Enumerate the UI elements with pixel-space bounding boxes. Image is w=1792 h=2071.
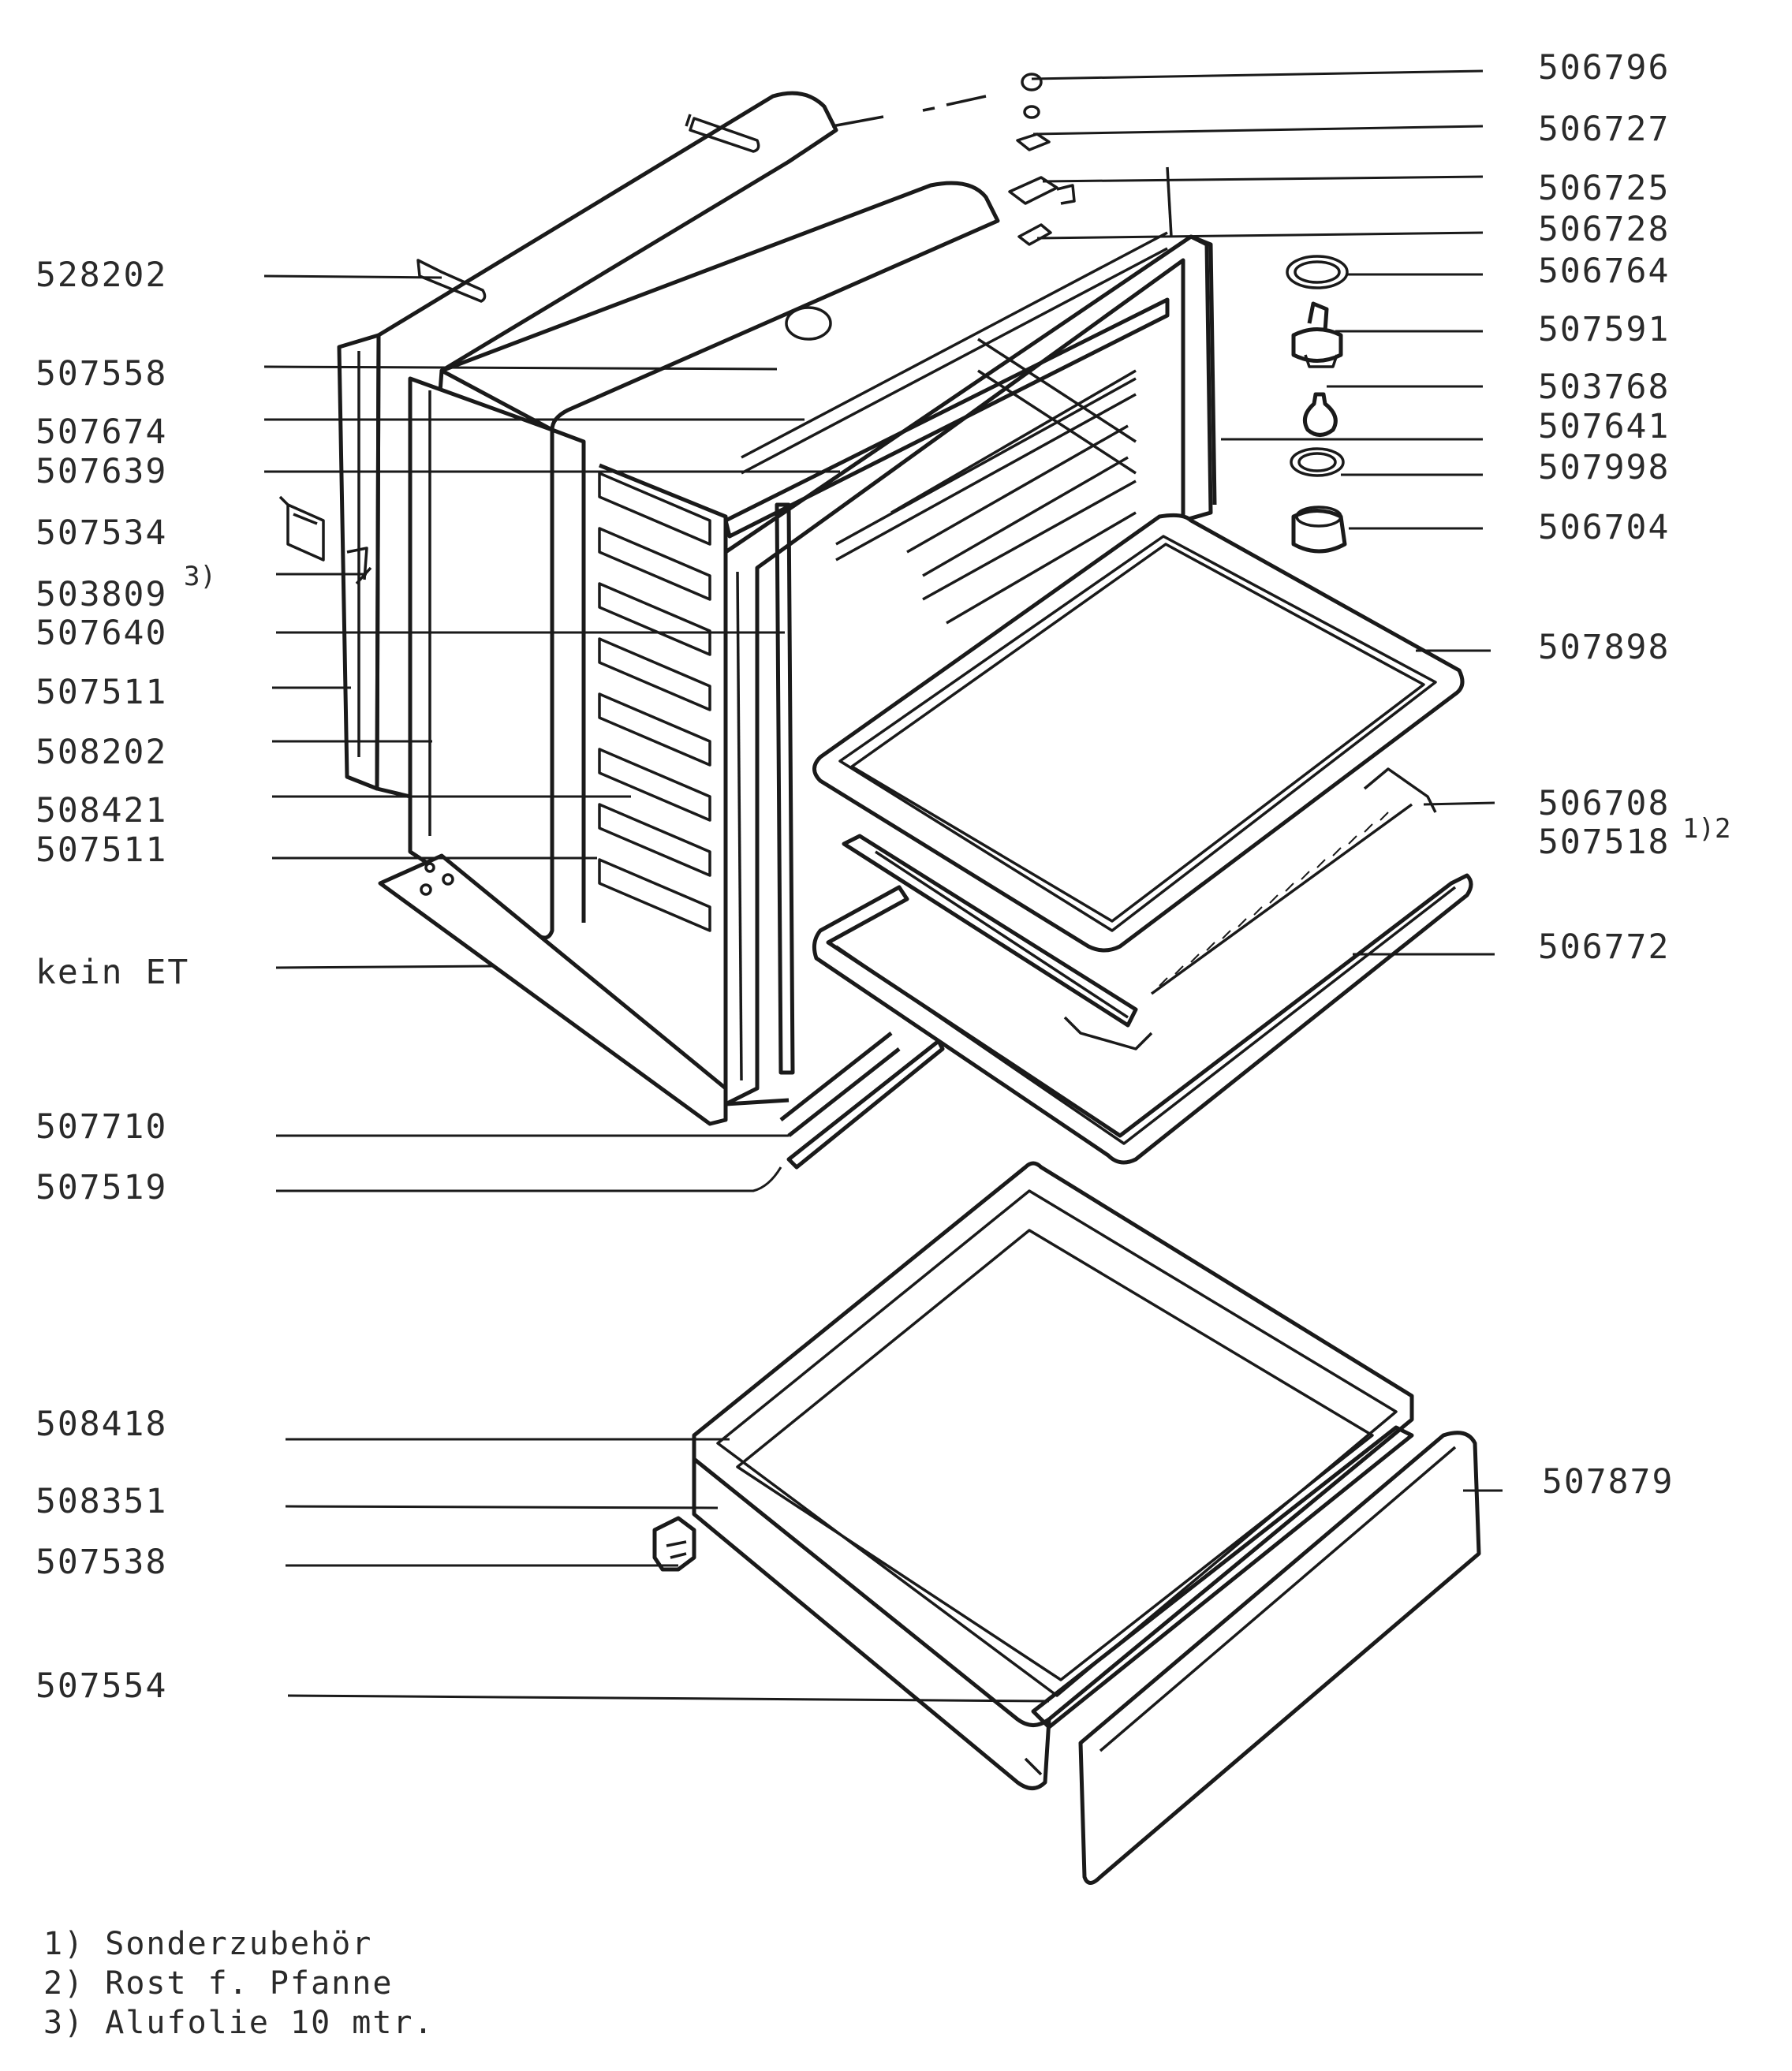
label-507898: 507898: [1538, 628, 1670, 667]
label-507554: 507554: [35, 1666, 167, 1706]
label-507538: 507538: [35, 1543, 167, 1582]
footnotes: 1) Sonderzubehör 2) Rost f. Pfanne 3) Al…: [43, 1926, 435, 2041]
label-507518: 507518: [1538, 823, 1670, 862]
footnote-1: 1) Sonderzubehör: [43, 1926, 372, 1962]
label-507879: 507879: [1542, 1462, 1674, 1502]
superscript-503809: 3): [184, 561, 216, 592]
label-507640: 507640: [35, 614, 167, 653]
label-507511-b: 507511: [35, 830, 167, 870]
bracket-507534: [278, 495, 325, 562]
label-508418: 508418: [35, 1405, 167, 1444]
lamp-parts: [831, 73, 1349, 554]
label-528202: 528202: [35, 256, 167, 295]
label-507519: 507519: [35, 1168, 167, 1207]
label-508421: 508421: [35, 791, 167, 830]
part-labels-right: 506796 506727 506725 506728 506764 50759…: [1538, 48, 1730, 1502]
shelf-supports-left: [598, 472, 711, 932]
label-506764: 506764: [1538, 252, 1670, 291]
bottom-plate: [378, 853, 728, 1126]
leader-lines: [263, 69, 1503, 1703]
label-507998: 507998: [1538, 448, 1670, 487]
label-506704: 506704: [1538, 508, 1670, 547]
footnote-3: 3) Alufolie 10 mtr.: [43, 2005, 435, 2041]
label-507639: 507639: [35, 452, 167, 491]
warming-drawer: [652, 1161, 1481, 1885]
top-lamp-hole: [785, 306, 832, 341]
label-506772: 506772: [1538, 927, 1670, 967]
label-506708: 506708: [1538, 784, 1670, 823]
part-labels-left: 528202 507558 507674 507639 507534 50380…: [35, 256, 216, 1706]
label-506725: 506725: [1538, 169, 1670, 208]
superscript-506708: 1)2: [1682, 813, 1730, 845]
drawer-front-panel: [1078, 1431, 1481, 1885]
left-side-wall: [408, 376, 554, 940]
label-507674: 507674: [35, 412, 167, 452]
footnote-2: 2) Rost f. Pfanne: [43, 1965, 393, 2002]
label-506796: 506796: [1538, 48, 1670, 88]
label-508202: 508202: [35, 733, 167, 772]
label-kein-et: kein ET: [35, 953, 189, 992]
back-wall-rails: [835, 338, 1137, 625]
label-507710: 507710: [35, 1107, 167, 1147]
drip-pan: [812, 873, 1473, 1165]
label-503809: 503809: [35, 575, 167, 614]
oven-rack: [842, 767, 1437, 1028]
label-507558: 507558: [35, 354, 167, 394]
label-507534: 507534: [35, 513, 167, 553]
label-507591: 507591: [1538, 310, 1670, 349]
oven-body-drawing: [278, 73, 1481, 1885]
label-506727: 506727: [1538, 110, 1670, 149]
label-507511-a: 507511: [35, 673, 167, 712]
label-507641: 507641: [1538, 407, 1670, 446]
label-503768: 503768: [1538, 368, 1670, 407]
label-508351: 508351: [35, 1482, 167, 1521]
label-506728: 506728: [1538, 210, 1670, 249]
